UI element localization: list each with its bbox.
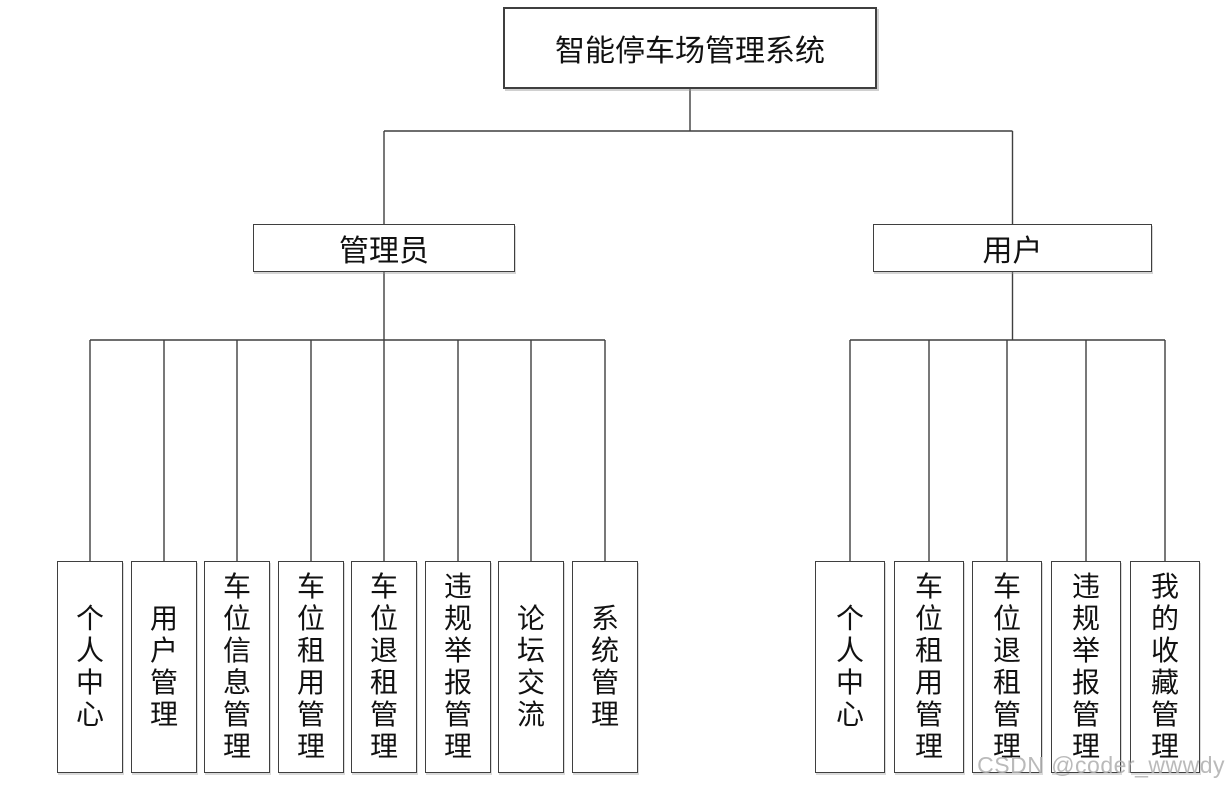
node-user-favorites-mgmt: 我的收藏管理 <box>1130 561 1200 773</box>
node-label: 车位租用管理 <box>914 571 943 762</box>
node-label: 我的收藏管理 <box>1150 571 1179 762</box>
node-user-violation-report-mgmt: 违规举报管理 <box>1051 561 1121 773</box>
node-admin-parking-info-mgmt: 车位信息管理 <box>204 561 270 773</box>
node-label: 车位信息管理 <box>222 571 251 762</box>
node-user-parking-unrent-mgmt: 车位退租管理 <box>972 561 1042 773</box>
node-admin-user-mgmt: 用户管理 <box>131 561 197 773</box>
node-label: 车位退租管理 <box>992 571 1021 762</box>
node-user: 用户 <box>873 224 1152 272</box>
node-admin-parking-rent-mgmt: 车位租用管理 <box>278 561 344 773</box>
node-label: 违规举报管理 <box>443 571 472 762</box>
node-admin-personal-center: 个人中心 <box>57 561 123 773</box>
node-root-label: 智能停车场管理系统 <box>555 35 825 68</box>
node-label: 管理员 <box>339 235 429 268</box>
node-user-personal-center: 个人中心 <box>815 561 885 773</box>
node-admin-forum: 论坛交流 <box>498 561 564 773</box>
node-label: 个人中心 <box>835 603 864 730</box>
node-label: 论坛交流 <box>516 603 545 730</box>
node-label: 用户管理 <box>149 603 178 730</box>
node-admin-parking-unrent-mgmt: 车位退租管理 <box>351 561 417 773</box>
node-label: 违规举报管理 <box>1071 571 1100 762</box>
node-admin-system-mgmt: 系统管理 <box>572 561 638 773</box>
node-label: 个人中心 <box>75 603 104 730</box>
node-root: 智能停车场管理系统 <box>503 7 877 89</box>
node-label: 车位租用管理 <box>296 571 325 762</box>
node-admin: 管理员 <box>253 224 515 272</box>
node-label: 用户 <box>982 235 1043 268</box>
node-label: 系统管理 <box>590 603 619 730</box>
node-user-parking-rent-mgmt: 车位租用管理 <box>894 561 964 773</box>
csdn-watermark: CSDN @coder_wwwdy <box>977 752 1225 778</box>
node-label: 车位退租管理 <box>369 571 398 762</box>
node-admin-violation-report-mgmt: 违规举报管理 <box>425 561 491 773</box>
tree-edges <box>89 89 1166 561</box>
